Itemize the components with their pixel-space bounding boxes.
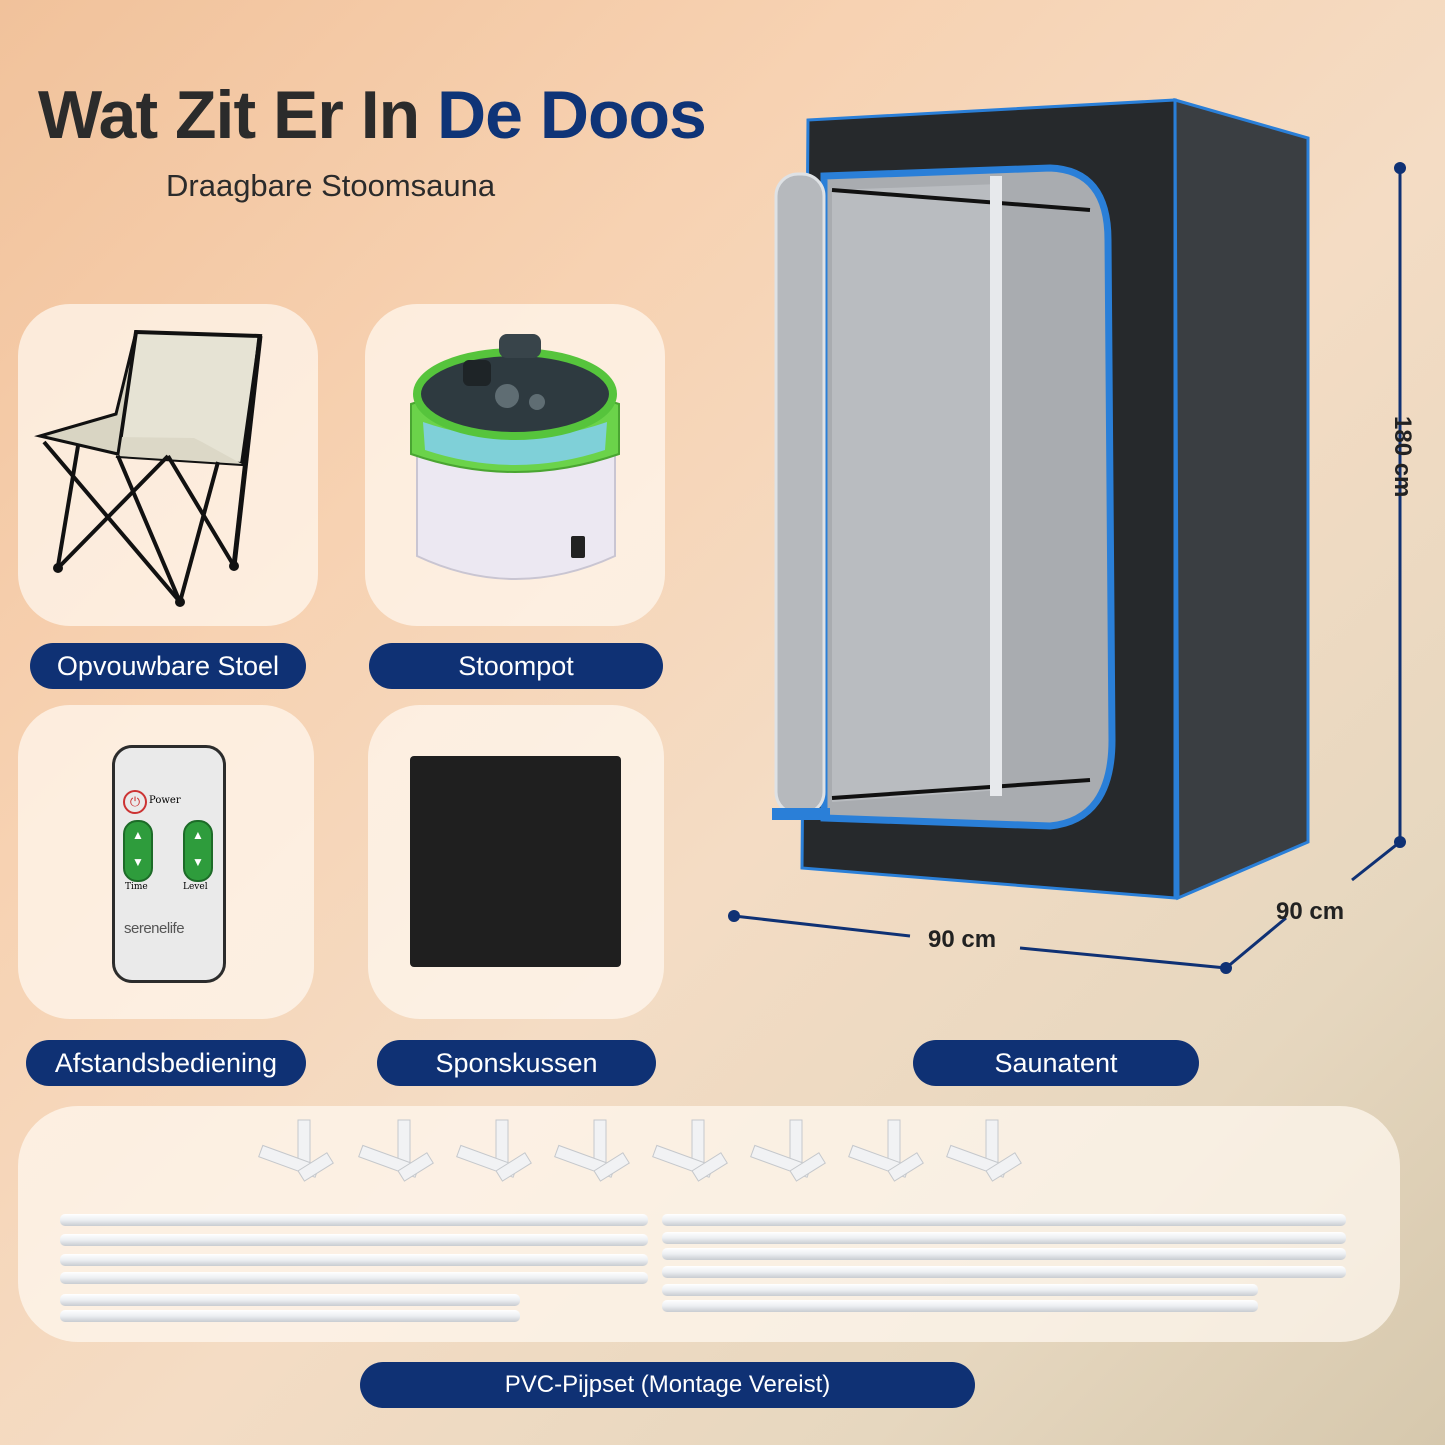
sponge-cushion-image (410, 756, 621, 967)
tent-label: Saunatent (913, 1040, 1199, 1086)
chair-label: Opvouwbare Stoel (30, 643, 306, 689)
title-accent: De Doos (437, 77, 707, 153)
pvc-pipes-tile (18, 1106, 1400, 1342)
steampot-tile (365, 304, 665, 626)
pvc-pipes-image (60, 1119, 1346, 1322)
page-title: Wat Zit Er In De Doos (38, 76, 707, 154)
down-arrow-icon: ▼ (132, 855, 144, 869)
level-rocker: ▲ ▼ (183, 820, 213, 882)
remote-label: Afstandsbediening (26, 1040, 306, 1086)
steampot-label: Stoompot (369, 643, 663, 689)
power-icon: ⏻ (123, 790, 147, 814)
folding-chair-image (34, 329, 263, 607)
chair-tile (18, 304, 318, 626)
remote-brand-logo: serenelife (124, 920, 185, 937)
page-subtitle: Draagbare Stoomsauna (166, 168, 496, 203)
width-dimension: 90 cm (928, 926, 997, 953)
depth-dimension: 90 cm (1276, 898, 1345, 925)
sponge-label: Sponskussen (377, 1040, 656, 1086)
remote-tile: ⏻ Power ▲ ▼ ▲ ▼ Time Level serenelife (18, 705, 314, 1019)
sponge-tile (368, 705, 664, 1019)
height-dimension: 180 cm (1389, 416, 1416, 498)
down-arrow-icon: ▼ (192, 855, 204, 869)
remote-time-label: Time (125, 882, 148, 892)
sauna-tent-image (728, 98, 1406, 974)
up-arrow-icon: ▲ (132, 828, 144, 842)
remote-control: ⏻ Power ▲ ▼ ▲ ▼ Time Level serenelife (112, 745, 226, 983)
up-arrow-icon: ▲ (192, 828, 204, 842)
title-main: Wat Zit Er In (38, 77, 438, 153)
pipes-label: PVC-Pijpset (Montage Vereist) (360, 1362, 975, 1408)
steampot-image (410, 334, 620, 580)
time-rocker: ▲ ▼ (123, 820, 153, 882)
remote-power-label: Power (149, 795, 181, 806)
remote-level-label: Level (183, 882, 208, 892)
